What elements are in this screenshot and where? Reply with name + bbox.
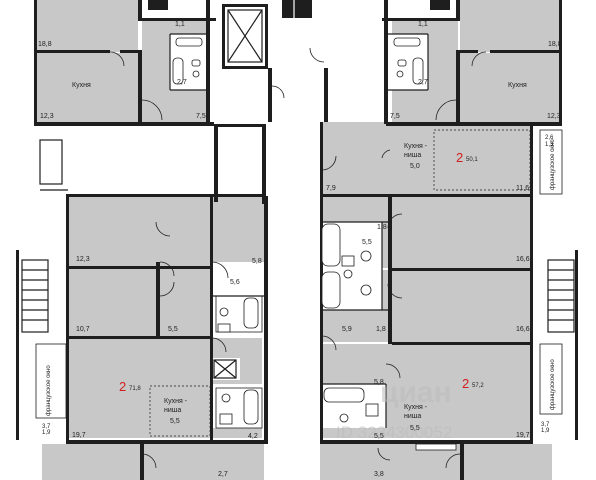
interior-lines	[21, 0, 575, 469]
apartment-marker: 2 71,8	[119, 379, 141, 394]
area-label: 5,5	[170, 418, 180, 425]
apartment-marker: 2 57,2	[462, 376, 484, 391]
area-labels: 18,8 1,1 2,7 Кухня 12,3 7,5 1,1 2,7 Кухн…	[38, 21, 562, 478]
area-label: 5,8	[374, 379, 384, 386]
apartment-marker: 2 50,1	[456, 150, 478, 165]
room-name-label: Кухня -	[404, 404, 428, 411]
area-label: 2,6	[545, 135, 554, 141]
area-label: 19,7	[516, 432, 530, 439]
area-label: 7,5	[390, 113, 400, 120]
area-label: 5,5	[374, 433, 384, 440]
watermark: циан ID 3234300052	[336, 376, 452, 442]
area-label: 12,3	[547, 113, 561, 120]
area-label: 3,7	[541, 422, 550, 428]
room-fills	[36, 0, 560, 480]
room-name-label: Кухня	[508, 82, 527, 89]
area-label: 3,7	[42, 424, 51, 430]
area-label: 16,6	[516, 256, 530, 263]
area-label: 5,5	[168, 326, 178, 333]
area-label: 3,8	[374, 471, 384, 478]
room-name-label: ниша	[404, 152, 421, 159]
apartment-rooms: 2	[462, 376, 469, 391]
left-stair	[21, 259, 49, 333]
area-label: 1,1	[418, 21, 428, 28]
area-label: 12,3	[40, 113, 54, 120]
apartment-rooms: 2	[119, 379, 126, 394]
area-label: 5,6	[230, 279, 240, 286]
area-label: 7,5	[196, 113, 206, 120]
area-label: 5,9	[342, 326, 352, 333]
area-label: 2,7	[418, 79, 428, 86]
area-label: 11,6	[516, 185, 529, 192]
french-window-label: французское окно	[46, 365, 52, 416]
area-label: 1,3	[545, 142, 554, 148]
french-window-labels: французское окно французское окно францу…	[46, 139, 556, 416]
area-label: 1,1	[175, 21, 185, 28]
french-window-label: французское окно	[550, 359, 556, 410]
area-label: 4,2	[248, 433, 258, 440]
area-label: 2,7	[218, 471, 228, 478]
walls	[16, 0, 578, 480]
area-label: 18,8	[548, 41, 562, 48]
area-label: 19,7	[72, 432, 86, 439]
area-label: 7,9	[326, 185, 336, 192]
area-label: 12,3	[76, 256, 90, 263]
area-label: 5,0	[410, 163, 420, 170]
apartment-area: 71,8	[129, 386, 141, 392]
area-label: 18,8	[38, 41, 52, 48]
watermark-id: ID 3234300052	[336, 423, 452, 442]
room-name-label: ниша	[164, 407, 181, 414]
area-label: 1,9	[42, 430, 51, 436]
room-name-label: Кухня -	[404, 143, 428, 150]
area-label: 5,5	[410, 425, 420, 432]
room-name-label: ниша	[404, 413, 421, 420]
area-label: 1,8	[377, 224, 387, 231]
apartment-markers: 2 50,1 2 71,8 2 57,2	[119, 150, 484, 394]
area-label: 2,7	[177, 79, 187, 86]
area-label: 16,6	[516, 326, 530, 333]
right-stair	[547, 259, 575, 333]
french-window-label: французское окно	[550, 139, 556, 190]
area-label: 10,7	[76, 326, 90, 333]
apartment-area: 50,1	[466, 157, 478, 163]
apartment-rooms: 2	[456, 150, 463, 165]
area-label: 5,5	[362, 239, 372, 246]
area-label: 1,8	[376, 326, 386, 333]
watermark-brand: циан	[380, 376, 452, 409]
apartment-area: 57,2	[472, 383, 484, 389]
room-name-label: Кухня -	[164, 398, 188, 405]
area-label: 1,9	[541, 428, 550, 434]
room-name-label: Кухня	[72, 82, 91, 89]
area-label: 5,8	[252, 258, 262, 265]
